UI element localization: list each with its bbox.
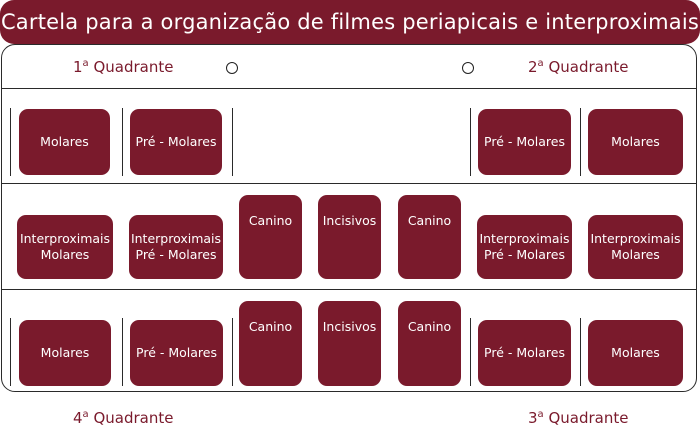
slot-divider	[232, 318, 233, 386]
film-slot-molares-q3: Molares	[588, 320, 683, 386]
quadrant-2-label: 2a Quadrante	[528, 58, 629, 76]
film-slot-canino-upper-right: Canino	[398, 195, 461, 279]
slot-divider	[580, 108, 581, 176]
film-slot-pre-molares-q4: Pré - Molares	[130, 320, 223, 386]
quadrant-3-label: 3a Quadrante	[528, 409, 629, 427]
film-slot-molares-q4: Molares	[19, 320, 111, 386]
film-slot-incisivos-lower: Incisivos	[318, 301, 381, 386]
chart-title: Cartela para a organização de filmes per…	[0, 0, 700, 44]
film-slot-incisivos-upper: Incisivos	[318, 195, 381, 279]
card-frame	[1, 44, 697, 392]
film-slot-canino-lower-left: Canino	[239, 301, 302, 386]
slot-divider	[470, 108, 471, 176]
divider-row1	[1, 88, 697, 89]
orientation-circle-left	[226, 62, 238, 74]
divider-row2	[1, 183, 697, 184]
slot-divider	[10, 318, 11, 386]
film-slot-molares-q1: Molares	[19, 109, 110, 175]
slot-divider	[10, 108, 11, 176]
orientation-circle-right	[462, 62, 474, 74]
film-slot-canino-lower-right: Canino	[398, 301, 461, 386]
quadrant-1-label: 1a Quadrante	[73, 58, 174, 76]
film-slot-pre-molares-q2: Pré - Molares	[478, 109, 571, 175]
slot-divider	[232, 108, 233, 176]
slot-divider	[122, 318, 123, 386]
slot-divider	[122, 108, 123, 176]
quadrant-4-label: 4a Quadrante	[73, 409, 174, 427]
film-slot-pre-molares-q3: Pré - Molares	[478, 320, 571, 386]
divider-row3	[1, 289, 697, 290]
slot-divider	[580, 318, 581, 386]
film-slot-pre-molares-q1: Pré - Molares	[130, 109, 222, 175]
film-slot-molares-q2: Molares	[588, 109, 683, 175]
title-text: Cartela para a organização de filmes per…	[0, 10, 700, 34]
slot-divider	[470, 318, 471, 386]
film-slot-canino-upper-left: Canino	[239, 195, 302, 279]
